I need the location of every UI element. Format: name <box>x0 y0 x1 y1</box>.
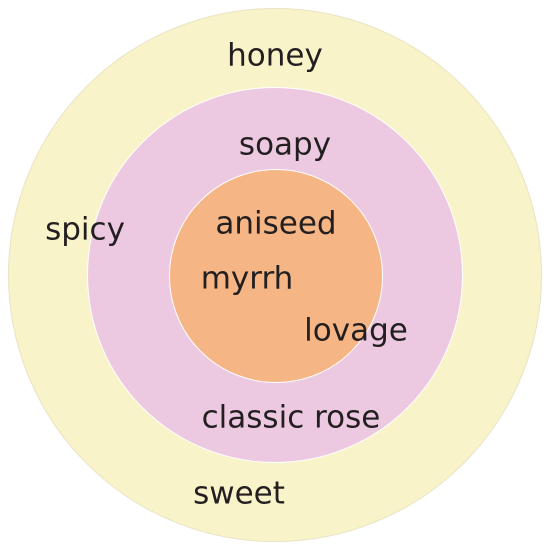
outer-ring-label-sweet: sweet <box>193 475 285 512</box>
outer-ring-label-spicy: spicy <box>45 211 125 248</box>
inner-ring-label-aniseed: aniseed <box>215 205 337 242</box>
inner-ring-label-myrrh: myrrh <box>200 260 294 297</box>
middle-ring-label-classic-rose: classic rose <box>201 399 381 436</box>
outer-ring-label-honey: honey <box>227 37 323 74</box>
inner-ring <box>169 169 383 383</box>
inner-ring-label-lovage: lovage <box>304 312 408 349</box>
middle-ring-label-soapy: soapy <box>238 126 332 163</box>
